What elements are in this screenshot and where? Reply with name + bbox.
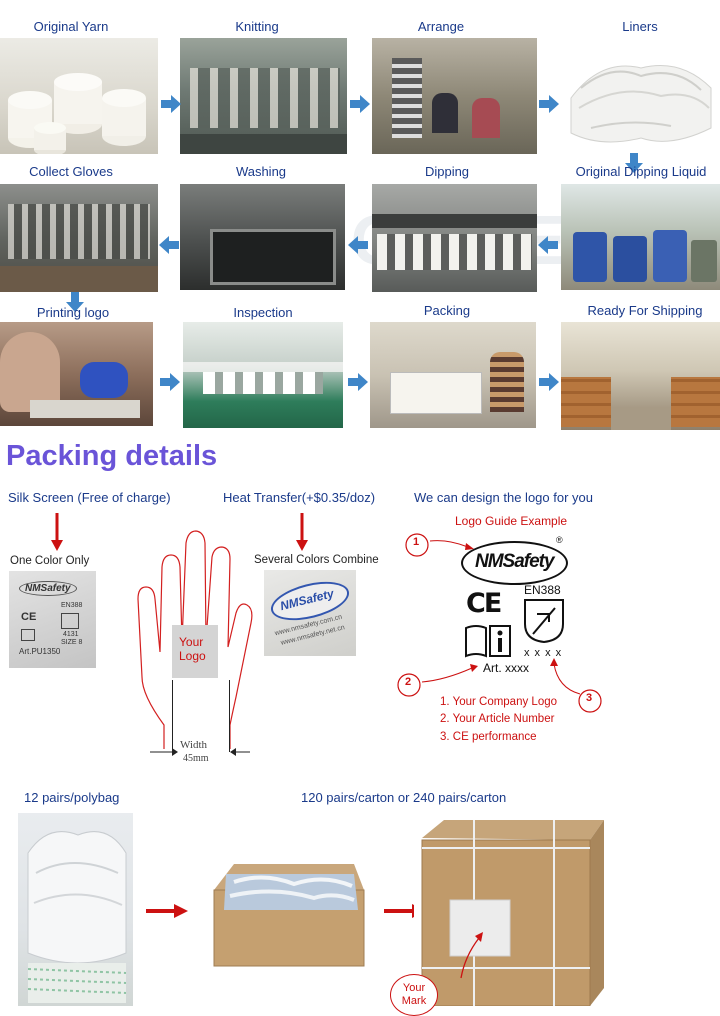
photo-liners: [561, 38, 720, 153]
arrow-right-icon: [161, 95, 181, 113]
step-title-collect-gloves: Collect Gloves: [29, 164, 113, 179]
step-title-original-dipping-liquid: Original Dipping Liquid: [575, 164, 707, 179]
step-title-washing: Washing: [235, 164, 287, 179]
glove-outline-illustration: [137, 530, 253, 749]
arrow-down-icon: [66, 292, 84, 312]
note-ce-performance: 3. CE performance: [440, 731, 537, 743]
polybag-gloves-illustration: [27, 831, 127, 1003]
brand-logo-oval: NMSafety: [461, 541, 568, 585]
book-icon: [21, 629, 35, 641]
step-title-inspection: Inspection: [233, 305, 293, 320]
photo-sealed-carton: [414, 818, 608, 1006]
logo-guide-title: Logo Guide Example: [455, 514, 568, 528]
arrow-down-icon: [625, 153, 643, 173]
step-title-ready-for-shipping: Ready For Shipping: [587, 303, 703, 318]
arrow-right-icon: [160, 373, 180, 391]
marker-1: [405, 533, 429, 557]
arrow-left-icon: [348, 236, 368, 254]
shield-icon: [61, 613, 79, 629]
carton-label: 120 pairs/carton or 240 pairs/carton: [301, 790, 507, 805]
tag-size: SIZE 8: [61, 639, 83, 646]
marker-2-label: 2: [405, 676, 412, 688]
step-title-printing-logo: Printing logo: [36, 305, 110, 320]
sealed-carton-illustration: [421, 820, 604, 1006]
heat-transfer-tag-photo: NMSafety www.nmsafety.com.cn www.nmsafet…: [264, 570, 356, 656]
tag-brand-logo: NMSafety: [19, 581, 77, 596]
photo-collect-gloves: [0, 184, 158, 292]
photo-arrange: [372, 38, 537, 154]
silk-screen-label: Silk Screen (Free of charge): [8, 490, 171, 505]
marker-3: [578, 689, 602, 713]
marker-1-label: 1: [413, 536, 420, 548]
packing-details-title: Packing details: [6, 440, 218, 472]
photo-dipping: [372, 184, 537, 292]
arrow-right-icon: [539, 95, 559, 113]
your-logo-text: Your Logo: [179, 635, 206, 663]
photo-dipping-liquid: [561, 184, 720, 290]
en388-rating: x x x x: [524, 647, 563, 659]
book-info-icon: [465, 625, 511, 658]
glove-logo-area: Your Logo: [172, 625, 218, 678]
tag-art: Art.PU1350: [19, 647, 61, 656]
note-article-number: 2. Your Article Number: [440, 713, 555, 725]
polybag-label: 12 pairs/polybag: [24, 790, 120, 805]
marker-3-arrow: [550, 658, 581, 695]
red-arrow-right-icon: [146, 904, 188, 918]
your-mark-line1: Your: [402, 982, 426, 994]
silk-screen-tag-photo: NMSafety EN388 CE 4131 SIZE 8 Art.PU1350: [9, 571, 96, 668]
art-number: Art. xxxx: [483, 661, 530, 675]
width-label: Width: [180, 739, 208, 751]
width-guide-left: [172, 680, 173, 752]
step-title-packing: Packing: [423, 303, 471, 318]
several-colors-label: Several Colors Combine: [254, 554, 379, 566]
photo-washing: [180, 184, 345, 290]
note-company-logo: 1. Your Company Logo: [440, 696, 558, 708]
your-mark-line2: Mark: [401, 995, 427, 1007]
heat-transfer-label: Heat Transfer(+$0.35/doz): [223, 490, 376, 505]
ce-mark-icon: CE: [466, 588, 502, 619]
red-arrow-down-icon: [51, 513, 63, 551]
heat-transfer-brand: NMSafety: [278, 586, 336, 614]
photo-yarn: [0, 38, 158, 154]
red-arrow-down-icon: [296, 513, 308, 551]
ce-mark-icon: CE: [21, 611, 37, 623]
brand-logo-text: NMSafety: [475, 551, 555, 572]
width-value: 45mm: [183, 753, 209, 764]
photo-ready-for-shipping: [561, 322, 720, 430]
marker-2-arrow: [421, 664, 478, 683]
arrow-right-icon: [348, 373, 368, 391]
arrow-left-icon: [538, 236, 558, 254]
one-color-only-label: One Color Only: [10, 555, 90, 567]
step-title-dipping: Dipping: [424, 164, 470, 179]
step-title-knitting: Knitting: [235, 19, 279, 34]
step-title-original-yarn: Original Yarn: [33, 19, 109, 34]
photo-packing: [370, 322, 536, 428]
arrow-right-icon: [350, 95, 370, 113]
photo-printing-logo: [0, 322, 153, 426]
liners-illustration: [570, 65, 712, 143]
photo-inspection: [183, 322, 343, 428]
yarn-cones-illustration: [8, 73, 146, 154]
arrow-left-icon: [159, 236, 179, 254]
tag-code: 4131: [63, 631, 79, 638]
en388-label: EN388: [524, 583, 561, 597]
photo-knitting: [180, 38, 347, 154]
marker-3-label: 3: [586, 692, 593, 704]
step-title-arrange: Arrange: [417, 19, 465, 34]
step-title-liners: Liners: [622, 19, 658, 34]
photo-polybag: [18, 813, 133, 1006]
tag-en388: EN388: [61, 602, 83, 609]
arrow-right-icon: [539, 373, 559, 391]
shield-icon: [524, 599, 564, 644]
mark-pointer-arrow: [460, 932, 483, 979]
open-carton-illustration: [213, 864, 365, 967]
registered-mark: ®: [556, 535, 563, 545]
marker-2: [397, 673, 421, 697]
design-logo-label: We can design the logo for you: [414, 490, 593, 505]
width-guide-right: [229, 680, 230, 752]
your-mark-bubble: Your Mark: [390, 974, 438, 1016]
width-dimension-arrows-icon: [150, 748, 250, 756]
photo-open-carton: [204, 860, 370, 968]
